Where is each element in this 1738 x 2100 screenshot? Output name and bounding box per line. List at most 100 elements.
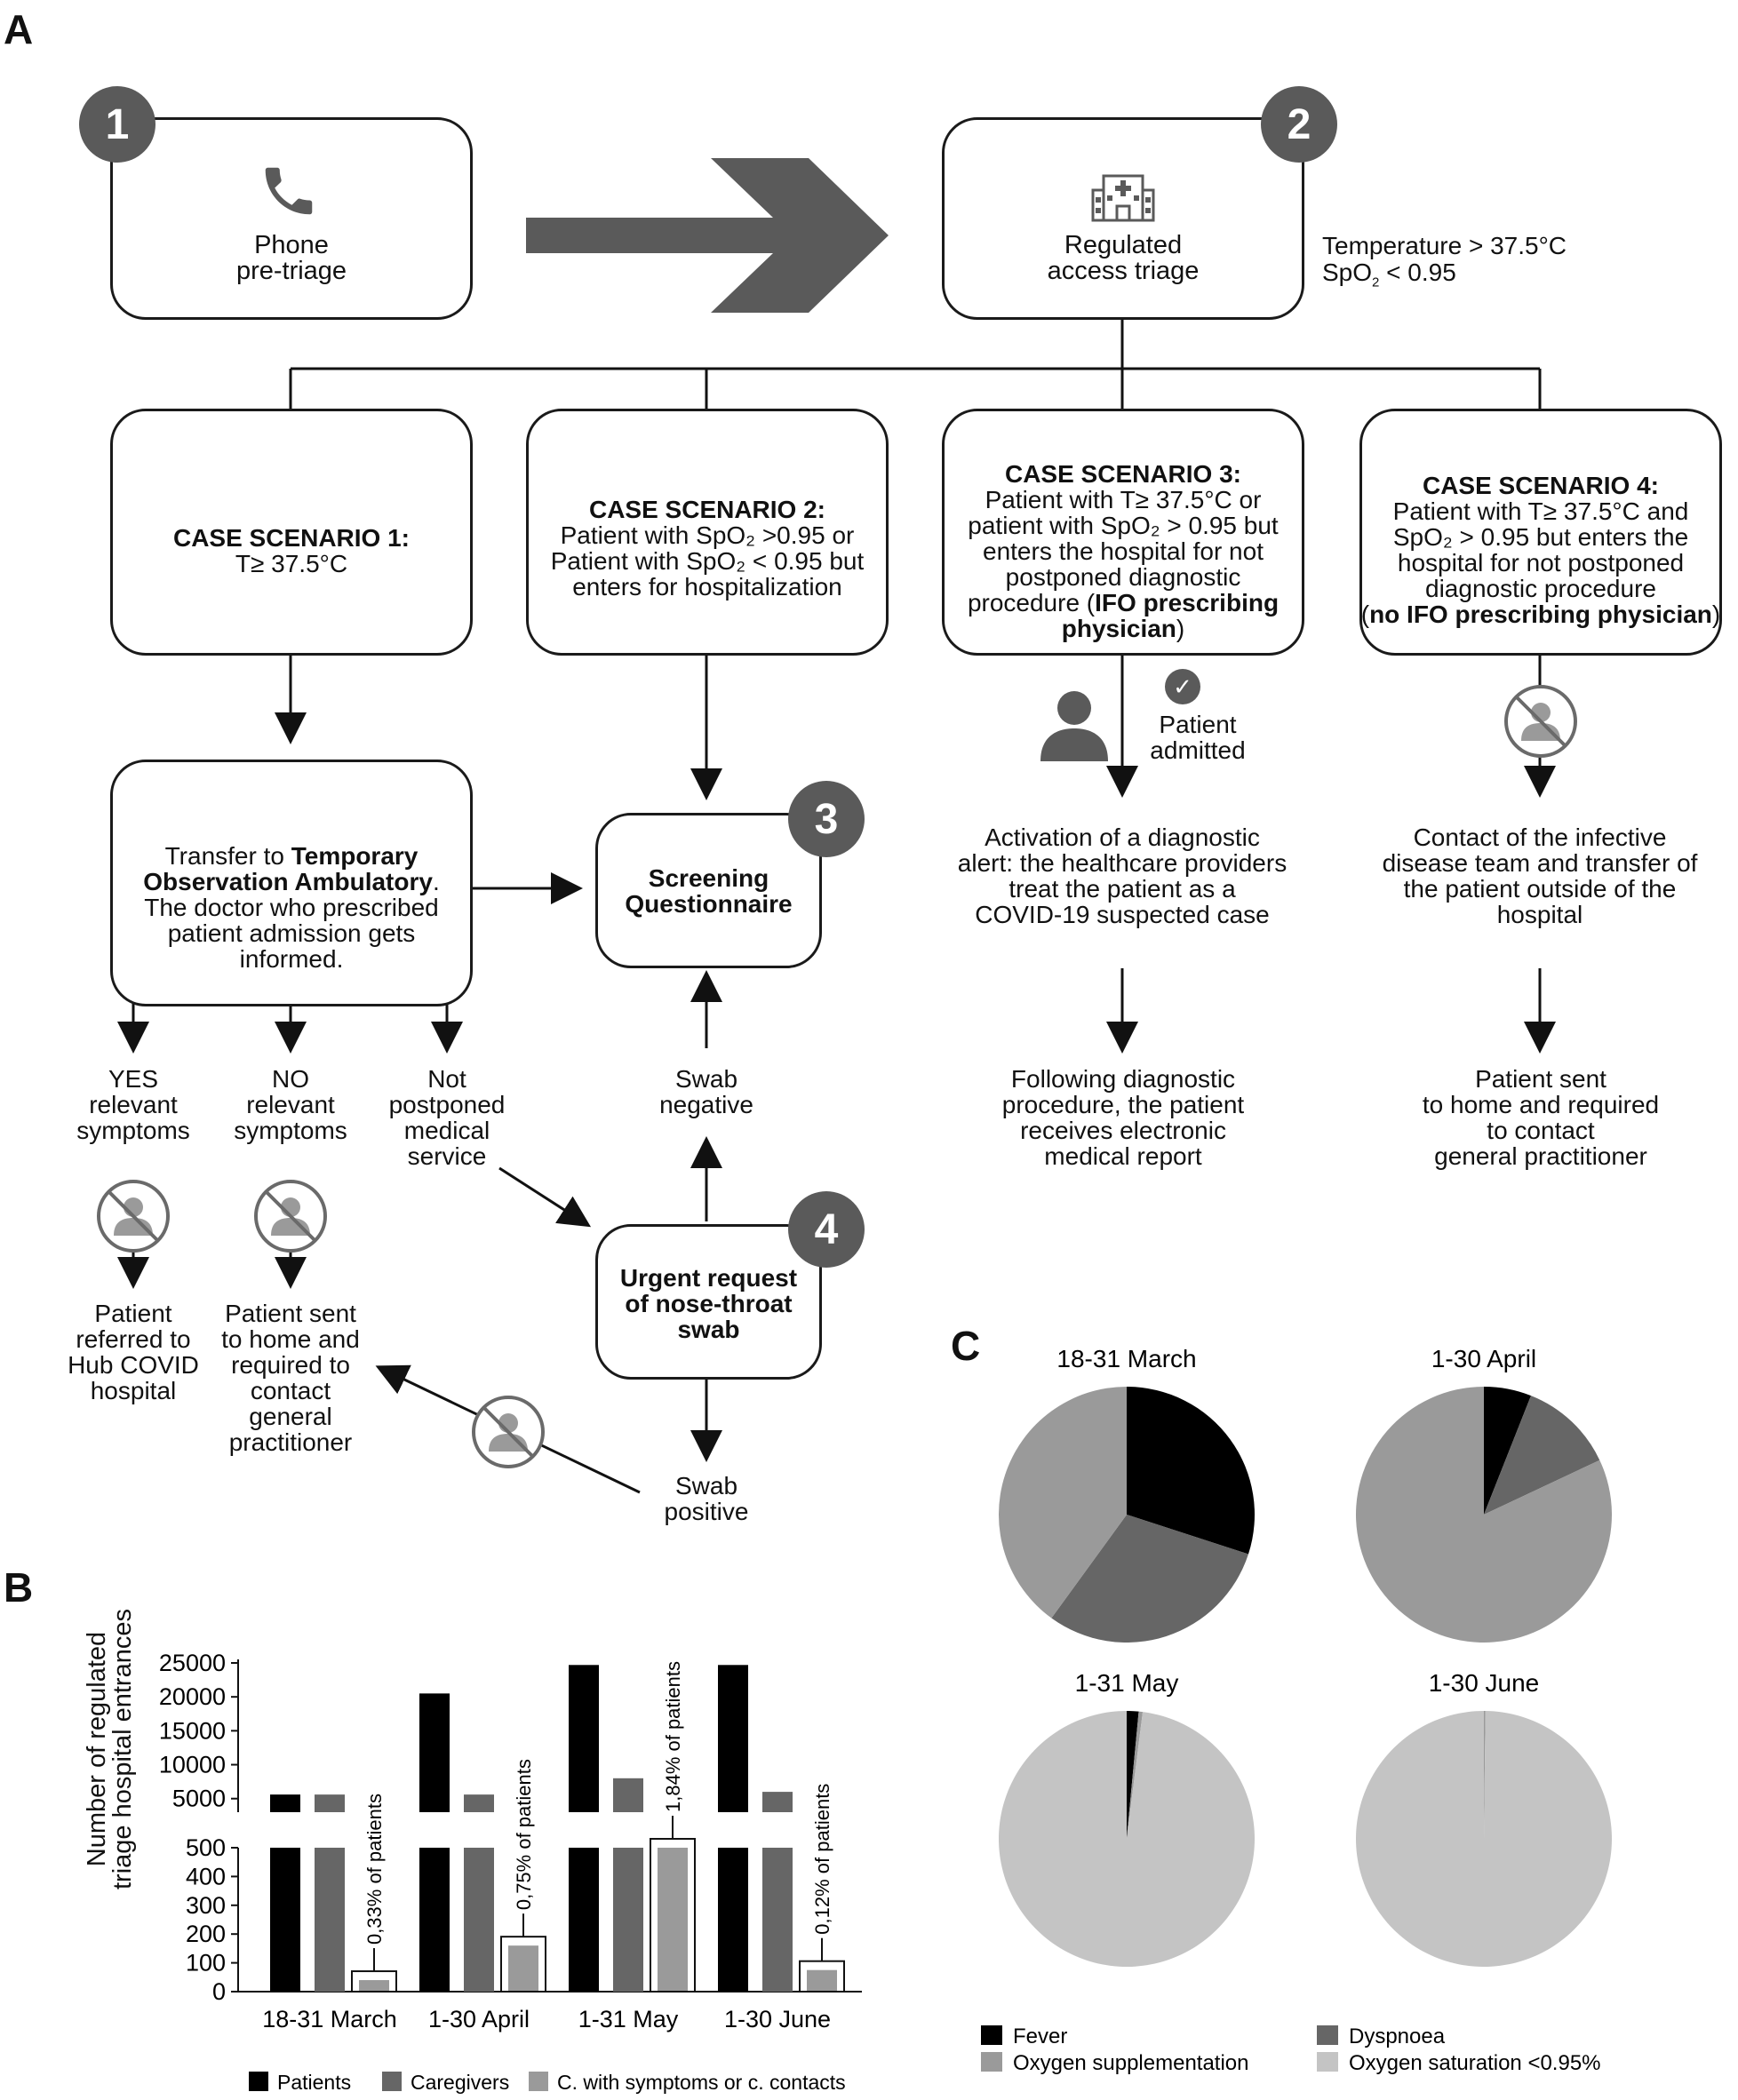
- bar-upper: [718, 1665, 748, 1812]
- annotation-label: 0,75% of patients: [513, 1759, 535, 1910]
- case-scenario-1-box: [110, 409, 473, 656]
- case-scenario-1-text: CASE SCENARIO 1:T≥ 37.5°C: [172, 524, 411, 577]
- no-person-icon-yes: [97, 1180, 170, 1253]
- pie-title: 1-30 June: [1429, 1669, 1540, 1697]
- bar-lower: [613, 1848, 643, 1992]
- y-tick-label: 5000: [172, 1786, 226, 1812]
- x-tick-label: 1-31 May: [578, 2006, 679, 2032]
- bar-upper: [315, 1794, 345, 1812]
- bar: [807, 1969, 837, 1992]
- transfer-box: [110, 760, 473, 1006]
- annotation-label: 0,12% of patients: [811, 1784, 833, 1935]
- annotation-label: 0,33% of patients: [363, 1794, 386, 1945]
- pie-slice: [1484, 1711, 1486, 1839]
- pie-slice: [1127, 1711, 1139, 1839]
- svg-text:2: 2: [1288, 101, 1311, 148]
- pie-slice: [1051, 1515, 1248, 1643]
- pie-slice: [1484, 1387, 1532, 1515]
- hospital-icon: [1091, 174, 1155, 222]
- regulated-triage-label: Regulated access triage: [1047, 231, 1200, 285]
- patient-admitted-label: Patient admitted: [1150, 711, 1246, 764]
- sent-home-label: Patient sent to home and required to con…: [1422, 1065, 1660, 1170]
- pie-slice: [998, 1711, 1255, 1967]
- bar-lower: [762, 1848, 793, 1992]
- pie-title: 1-30 April: [1431, 1345, 1536, 1372]
- electronic-report-label: Following diagnostic procedure, the pati…: [1001, 1065, 1245, 1170]
- y-tick-label: 400: [186, 1863, 226, 1889]
- bar-upper: [762, 1792, 793, 1812]
- pie-slice: [1484, 1396, 1600, 1515]
- y-tick-label: 500: [186, 1834, 226, 1861]
- legend-swatch: [529, 2072, 548, 2091]
- y-tick-label: 25000: [159, 1650, 226, 1676]
- screening-label: Screening Questionnaire: [625, 864, 793, 918]
- legend-swatch: [1317, 2025, 1338, 2045]
- no-symptoms-label: NO relevant symptoms: [234, 1065, 347, 1144]
- no-person-icon-scenario-4: [1504, 685, 1577, 758]
- legend-swatch: [1317, 2052, 1338, 2072]
- bar-upper: [419, 1693, 450, 1812]
- y-tick-label: 0: [212, 1978, 226, 2005]
- bar-lower: [569, 1848, 599, 1992]
- annotation-box: [351, 1970, 397, 1993]
- x-tick-label: 1-30 June: [724, 2006, 831, 2032]
- step-4-badge: 4: [788, 1191, 865, 1268]
- bar: [359, 1980, 389, 1992]
- pie-slice: [1356, 1387, 1612, 1643]
- y-tick-label: 15000: [159, 1717, 226, 1744]
- svg-text:✓: ✓: [1173, 674, 1192, 701]
- flow-connectors: [117, 158, 1556, 1494]
- panel-label-b: B: [4, 1564, 34, 1611]
- infective-team-label: Contact of the infective disease team an…: [1382, 823, 1698, 928]
- legend-label: Dyspnoea: [1349, 2024, 1446, 2048]
- y-tick-label: 20000: [159, 1683, 226, 1710]
- pie-slice: [1127, 1711, 1144, 1839]
- case-scenario-3-text: CASE SCENARIO 3:Patient with T≥ 37.5°C o…: [967, 460, 1280, 642]
- phone-icon: [265, 167, 313, 215]
- urgent-swab-box: [595, 1224, 822, 1380]
- urgent-swab-label: Urgent request of nose-throat swab: [619, 1264, 798, 1343]
- y-tick-label: 300: [186, 1892, 226, 1919]
- bar-lower: [718, 1848, 748, 1992]
- diagnostic-alert-label: Activation of a diagnostic alert: the he…: [957, 823, 1288, 928]
- bar: [658, 1848, 688, 1992]
- legend-label: Oxygen supplementation: [1013, 2051, 1249, 2075]
- yes-symptoms-label: YES relevant symptoms: [76, 1065, 190, 1144]
- criteria-spo2: SpO2 < 0.95: [1322, 259, 1456, 290]
- bar-upper: [569, 1665, 599, 1812]
- triage-criteria: Temperature > 37.5°C SpO2 < 0.95: [1322, 233, 1567, 297]
- pie-slice: [1355, 1711, 1612, 1967]
- sent-home-gp-label: Patient sent to home and required to con…: [221, 1300, 360, 1456]
- x-tick-label: 18-31 March: [262, 2006, 397, 2032]
- swab-positive-label: Swab positive: [664, 1472, 749, 1525]
- bar-chart-ylabel: Number of regulated triage hospital entr…: [83, 1609, 137, 1889]
- pie-slice: [1127, 1387, 1255, 1555]
- step-2-badge: 2: [1261, 86, 1337, 163]
- bar: [508, 1945, 538, 1992]
- patient-person-icon: [1040, 691, 1108, 761]
- y-tick-label: 100: [186, 1950, 226, 1977]
- no-person-icon-no: [254, 1180, 327, 1253]
- y-tick-label: 200: [186, 1921, 226, 1947]
- legend-label: Patients: [277, 2071, 351, 2094]
- bar-lower: [315, 1848, 345, 1992]
- checkmark-icon: ✓: [1165, 669, 1200, 704]
- bar-upper: [270, 1794, 300, 1812]
- bar-upper: [464, 1794, 494, 1812]
- legend-swatch: [382, 2072, 402, 2091]
- bar-lower: [270, 1848, 300, 1992]
- hub-hospital-label: Patient referred to Hub COVID hospital: [68, 1300, 199, 1404]
- swab-negative-label: Swab negative: [659, 1065, 753, 1118]
- step-3-badge: 3: [788, 781, 865, 857]
- legend-label: Caregivers: [411, 2071, 509, 2094]
- bar-lower: [419, 1848, 450, 1992]
- screening-box: [595, 813, 822, 968]
- panel-label-c: C: [951, 1323, 981, 1369]
- regulated-triage-box: [942, 117, 1304, 320]
- legend-label: C. with symptoms or c. contacts: [557, 2071, 846, 2094]
- phone-pretriage-label: Phone pre-triage: [235, 231, 347, 285]
- y-tick-label: 10000: [159, 1752, 226, 1778]
- case-scenario-3-box: [942, 409, 1304, 656]
- pie-title: 1-31 May: [1075, 1669, 1179, 1697]
